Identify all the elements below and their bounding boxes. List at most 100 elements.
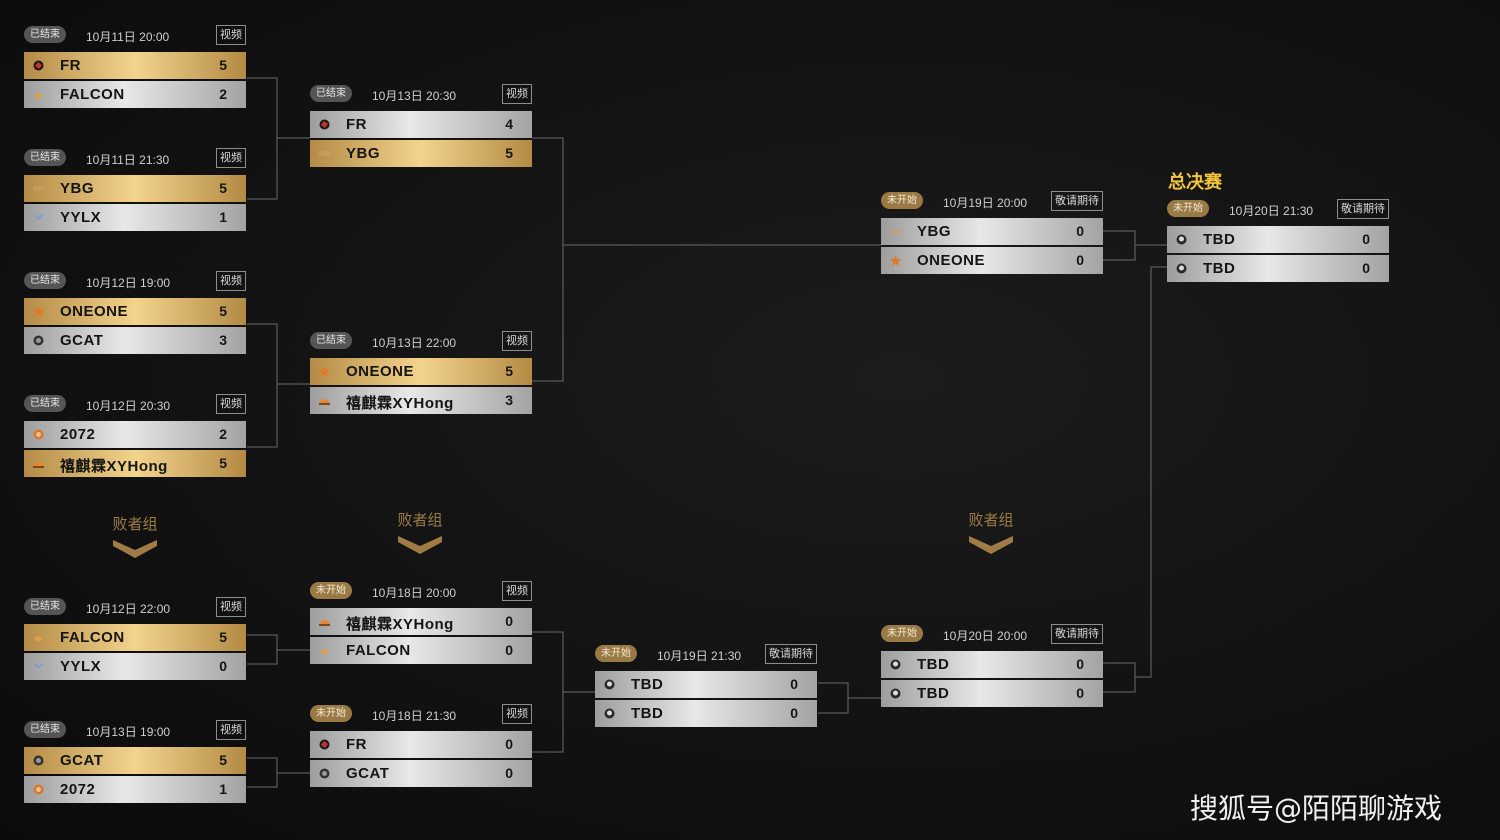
coming-soon-button[interactable]: 敬请期待 (1051, 624, 1103, 644)
team-score: 0 (790, 676, 798, 692)
gcat-team-icon (319, 768, 330, 779)
team-name: 禧麒霖XYHong (60, 458, 168, 475)
match-time: 10月12日 19:00 (86, 276, 171, 290)
match-status-badge: 已结束 (24, 272, 66, 289)
team-score: 3 (219, 332, 227, 348)
yylx-team-icon (33, 661, 44, 672)
match-time: 10月20日 20:00 (943, 629, 1028, 643)
losers-bracket-text: 败者组 (397, 512, 443, 529)
team-score: 3 (505, 392, 513, 408)
match-time: 10月11日 20:00 (86, 30, 170, 44)
team-row: GCAT 0 (310, 760, 532, 787)
video-button[interactable]: 视频 (216, 720, 246, 740)
team-2072-icon (33, 429, 44, 440)
video-button[interactable]: 视频 (216, 597, 246, 617)
coming-soon-button[interactable]: 敬请期待 (1337, 199, 1389, 219)
video-button[interactable]: 视频 (502, 704, 532, 724)
team-name: ONEONE (917, 252, 986, 269)
match-time: 10月12日 22:00 (86, 602, 171, 616)
connector-w7-final (1103, 230, 1167, 261)
team-score: 0 (505, 642, 513, 658)
match-time: 10月11日 21:30 (86, 153, 170, 167)
team-name: 2072 (60, 781, 96, 798)
oneone-team-icon (319, 366, 330, 377)
team-score: 5 (219, 455, 227, 471)
team-name: FALCON (60, 629, 125, 646)
video-button[interactable]: 视频 (502, 84, 532, 104)
team-score: 5 (505, 145, 513, 161)
team-name: YBG (60, 180, 95, 197)
team-score: 0 (1076, 685, 1084, 701)
match-status-badge: 已结束 (24, 721, 66, 738)
connector-l5-l6 (818, 682, 881, 714)
video-button[interactable]: 视频 (216, 148, 246, 168)
team-name: GCAT (346, 765, 390, 782)
team-score: 0 (505, 736, 513, 752)
match-time: 10月13日 22:00 (372, 336, 457, 350)
tbd-team-icon (1176, 234, 1187, 245)
chevron-down-icon (113, 540, 157, 558)
match-time: 10月20日 21:30 (1229, 204, 1314, 218)
team-name: TBD (631, 676, 664, 693)
team-row: FR 0 (310, 731, 532, 758)
connector-w3-w4 (247, 323, 310, 448)
team-name: 禧麒霖XYHong (346, 616, 454, 633)
yylx-team-icon (33, 212, 44, 223)
video-button[interactable]: 视频 (502, 331, 532, 351)
team-name: ONEONE (346, 363, 415, 380)
fr-team-icon (33, 60, 44, 71)
video-button[interactable]: 视频 (216, 394, 246, 414)
team-score: 1 (219, 781, 227, 797)
losers-bracket-text: 败者组 (968, 512, 1014, 529)
team-name: FR (60, 57, 81, 74)
team-name: FALCON (60, 86, 125, 103)
team-name: YYLX (60, 658, 102, 675)
match-time: 10月18日 21:30 (372, 709, 457, 723)
connector-l6-final (1103, 266, 1167, 693)
team-score: 0 (1076, 223, 1084, 239)
team-row: TBD 0 (595, 700, 817, 727)
losers-bracket-label-1: 败者组 (105, 513, 165, 558)
video-button[interactable]: 视频 (216, 271, 246, 291)
xyhong-team-icon (319, 616, 330, 627)
match-status-badge: 未开始 (310, 582, 352, 599)
team-score: 0 (1076, 656, 1084, 672)
watermark: 搜狐号@陌陌聊游戏 (1190, 792, 1443, 825)
team-score: 0 (505, 613, 513, 629)
team-2072-icon (33, 784, 44, 795)
team-name: TBD (631, 705, 664, 722)
video-button[interactable]: 视频 (502, 581, 532, 601)
team-score: 0 (1362, 231, 1370, 247)
team-score: 0 (790, 705, 798, 721)
team-name: 禧麒霖XYHong (346, 395, 454, 412)
team-score: 4 (505, 116, 513, 132)
coming-soon-button[interactable]: 敬请期待 (1051, 191, 1103, 211)
video-button[interactable]: 视频 (216, 25, 246, 45)
coming-soon-button[interactable]: 敬请期待 (765, 644, 817, 664)
match-status-badge: 已结束 (24, 395, 66, 412)
team-name: FR (346, 736, 367, 753)
team-score: 5 (219, 303, 227, 319)
team-row: 禧麒霖XYHong 0 (310, 608, 532, 635)
match-time: 10月12日 20:30 (86, 399, 171, 413)
match-status-badge: 已结束 (310, 85, 352, 102)
team-score: 0 (505, 765, 513, 781)
